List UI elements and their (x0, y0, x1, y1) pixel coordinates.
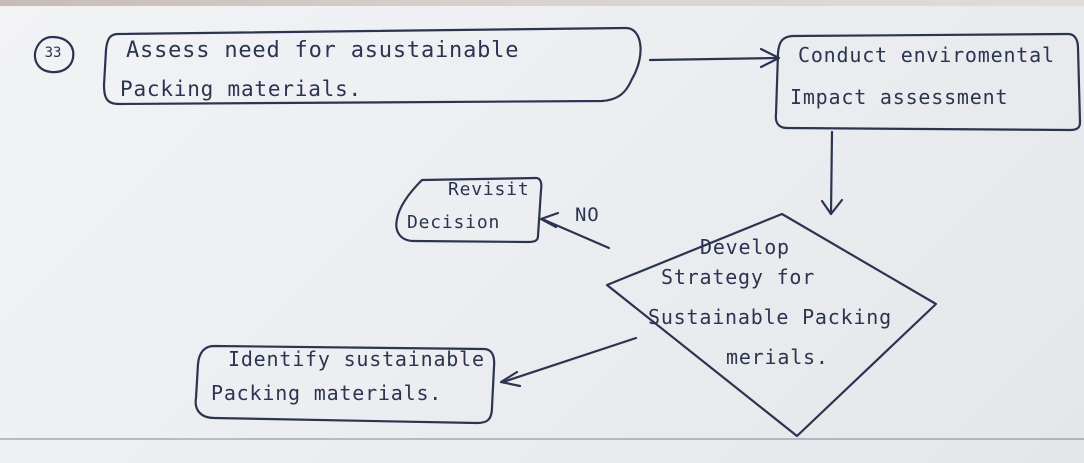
arrow-develop-to-revisit (540, 217, 611, 250)
arrow-assess-to-conduct (648, 56, 779, 62)
assess-need-line-2: Packing materials. (120, 77, 362, 101)
identify-materials-line-1: Identify sustainable (228, 347, 485, 371)
arrow-develop-to-identify (501, 336, 638, 384)
conduct-assessment-node-border (774, 32, 1082, 132)
develop-strategy-decision-diamond (605, 212, 938, 438)
assess-need-node-border (102, 26, 642, 106)
arrow-conduct-to-develop-head (820, 198, 844, 216)
develop-strategy-line-1: Develop (700, 235, 790, 259)
develop-strategy-line-3: Sustainable Packing (648, 305, 892, 329)
arrow-assess-to-conduct-head (759, 47, 781, 69)
conduct-assessment-line-2: Impact assessment (790, 85, 1009, 109)
step-number-label: 33 (44, 45, 62, 61)
revisit-decision-node-border (395, 176, 543, 244)
identify-materials-node-border (194, 344, 496, 425)
develop-strategy-line-4: merials. (726, 345, 829, 369)
arrow-develop-to-revisit-head (539, 211, 560, 229)
arrow-develop-to-identify-head (499, 370, 522, 388)
conduct-assessment-line-1: Conduct enviromental (798, 43, 1055, 67)
revisit-decision-line-2: Decision (407, 212, 501, 233)
step-number-circle (33, 35, 75, 74)
develop-strategy-line-2: Strategy for (661, 265, 816, 289)
revisit-decision-line-1: Revisit (448, 179, 530, 200)
assess-need-line-1: Assess need for asustainable (126, 38, 520, 63)
identify-materials-line-2: Packing materials. (211, 381, 443, 405)
paper-edge (0, 0, 1084, 6)
edge-label-no: NO (575, 204, 600, 226)
arrow-conduct-to-develop (829, 130, 834, 216)
